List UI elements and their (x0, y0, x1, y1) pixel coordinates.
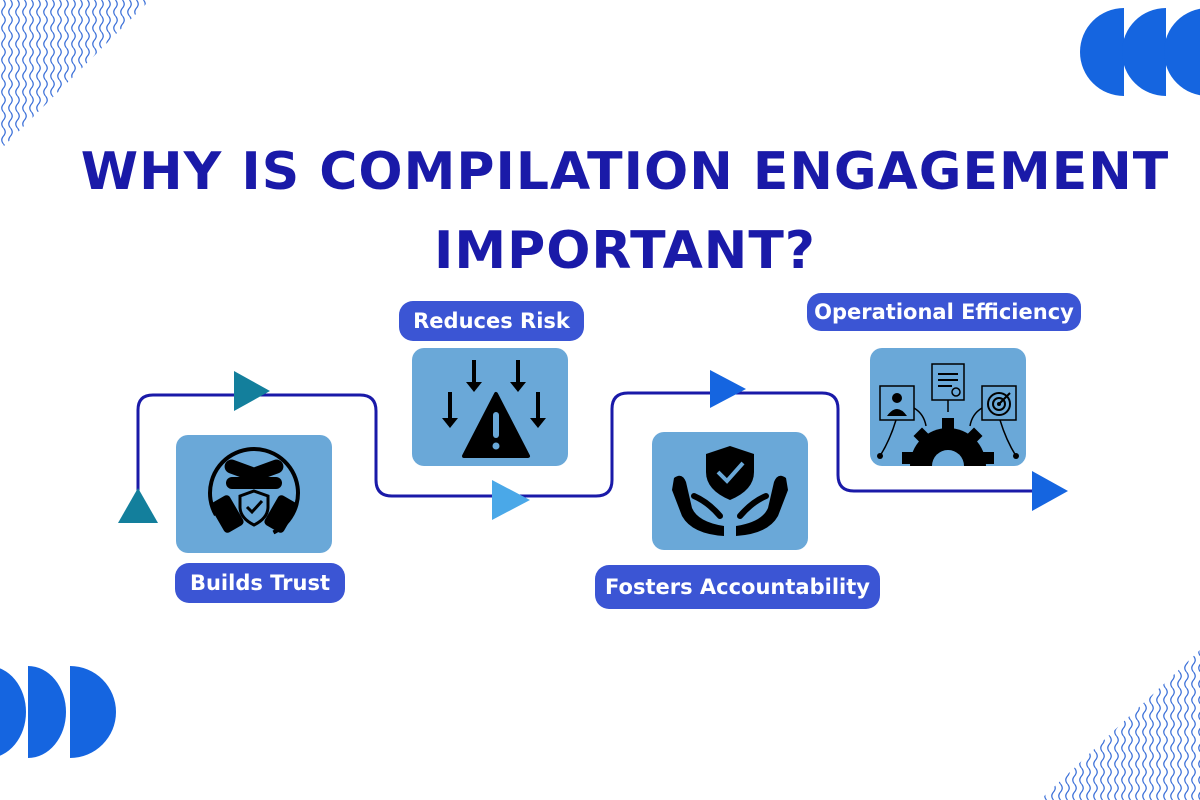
step-card-fosters-accountability (652, 432, 808, 550)
arrow-right-icon (492, 480, 530, 520)
step-label-reduces-risk: Reduces Risk (399, 301, 584, 341)
arrow-right-icon (710, 370, 746, 408)
step-card-operational-efficiency (870, 348, 1026, 466)
arrow-right-icon (234, 371, 270, 411)
start-triangle-icon (118, 488, 158, 523)
wave-decoration-bottom-right (1040, 650, 1200, 800)
half-circles-top-right (1080, 8, 1200, 96)
hands-shield-icon (672, 446, 788, 536)
warning-arrows-icon (442, 360, 546, 458)
gear-network-icon (877, 363, 1019, 466)
step-card-reduces-risk (412, 348, 568, 466)
step-card-builds-trust (176, 435, 332, 553)
page-title-line-1: WHY IS COMPILATION ENGAGEMENT (80, 142, 1170, 202)
arrow-right-icon (1032, 471, 1068, 511)
page-title-line-2: IMPORTANT? (434, 221, 816, 281)
step-label-operational-efficiency: Operational Efficiency (807, 293, 1081, 331)
step-label-fosters-accountability: Fosters Accountability (595, 565, 880, 609)
handshake-shield-icon (208, 447, 300, 539)
half-circles-bottom-left (0, 666, 116, 758)
flow-path (136, 391, 1040, 510)
wave-decoration-top-left (0, 0, 150, 150)
step-label-builds-trust: Builds Trust (175, 563, 345, 603)
